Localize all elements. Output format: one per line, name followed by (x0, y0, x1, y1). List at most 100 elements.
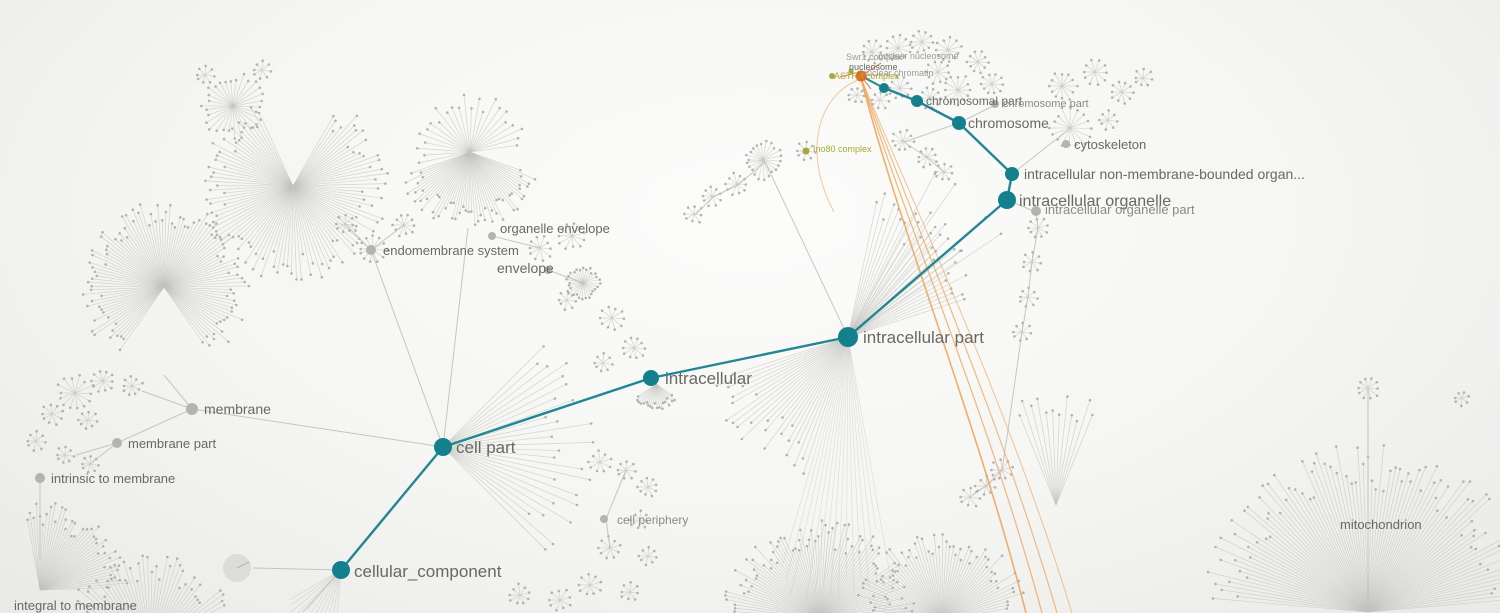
fan-spoke (163, 226, 186, 288)
fan-spoke (865, 579, 930, 613)
term-node[interactable] (991, 100, 999, 108)
selected-term-node[interactable] (855, 70, 867, 82)
fan-tip-node (190, 588, 193, 591)
fan-tip-node (1354, 481, 1357, 484)
term-node[interactable] (186, 403, 198, 415)
fan-spoke (1367, 574, 1500, 613)
highlighted-term-node[interactable] (434, 438, 452, 456)
fan-tip-node (572, 222, 576, 225)
fan-tip-node (213, 236, 217, 239)
fan-tip-node (809, 156, 813, 160)
fan-spoke (913, 35, 923, 43)
fan-tip-node (575, 268, 578, 271)
fan-spoke (292, 185, 334, 242)
highlighted-term-node[interactable] (879, 83, 889, 93)
fan-spoke (938, 49, 949, 56)
term-node[interactable] (600, 515, 608, 523)
fan-tip-node (653, 549, 656, 553)
fan-spoke (582, 282, 592, 295)
fan-tip-node (984, 548, 987, 551)
fan-tip-node (1029, 220, 1032, 223)
term-node[interactable] (1031, 206, 1041, 216)
fan-spoke (947, 49, 955, 59)
fan-spoke (798, 336, 849, 443)
highlighted-term-node[interactable] (911, 95, 923, 107)
fan-spoke (111, 578, 131, 613)
fan-spoke (437, 151, 471, 196)
fan-spoke (115, 238, 165, 288)
fan-spoke (1069, 127, 1091, 138)
term-node[interactable] (366, 245, 376, 255)
fan-tip-node (29, 433, 32, 437)
fan-tip-node (1104, 128, 1108, 131)
term-node[interactable] (544, 266, 552, 274)
fan-spoke (686, 213, 695, 219)
fan-tip-node (947, 272, 950, 275)
complex-term-node[interactable] (829, 73, 835, 79)
fan-spoke (957, 89, 965, 101)
fan-spoke (442, 365, 548, 448)
fan-spoke (1142, 77, 1149, 86)
fan-tip-node (364, 138, 368, 142)
fan-spoke (92, 278, 165, 288)
fan-tip-node (57, 447, 61, 450)
complex-term-node[interactable] (802, 147, 810, 155)
fan-spoke (735, 569, 812, 613)
highlighted-term-node[interactable] (643, 370, 659, 386)
fan-spoke (469, 98, 480, 153)
fan-tip-node (791, 424, 794, 427)
fan-tip-node (371, 234, 374, 237)
term-node[interactable] (488, 232, 496, 240)
fan-spoke (400, 215, 405, 226)
fan-spoke (237, 185, 294, 250)
fan-spoke (39, 569, 118, 591)
fan-spoke (826, 562, 895, 613)
highlighted-term-node[interactable] (998, 191, 1016, 209)
fan-spoke (847, 250, 961, 338)
fan-tip-node (410, 172, 413, 175)
fan-spoke (1014, 331, 1023, 337)
term-node[interactable] (112, 438, 122, 448)
fan-tip-node (956, 104, 960, 107)
fan-tip-node (404, 232, 408, 235)
fan-spoke (928, 64, 939, 73)
fan-tip-node (1471, 499, 1475, 503)
fan-tip-node (97, 464, 100, 467)
fan-spoke (822, 536, 874, 613)
fan-spoke (169, 584, 186, 613)
fan-tip-node (106, 579, 109, 583)
fan-tip-node (368, 260, 372, 263)
fan-spoke (136, 580, 144, 613)
term-node[interactable] (1062, 140, 1070, 148)
fan-spoke (808, 539, 820, 613)
fan-tip-node (41, 412, 44, 416)
fan-tip-node (234, 78, 238, 82)
highlighted-term-node[interactable] (952, 116, 966, 130)
fan-spoke (647, 547, 650, 557)
fan-spoke (847, 221, 919, 338)
highlighted-term-node[interactable] (838, 327, 858, 347)
fan-tip-node (763, 447, 766, 450)
fan-tip-node (232, 292, 235, 295)
fan-tip-node (728, 177, 731, 180)
fan-spoke (1367, 520, 1473, 613)
fan-tip-node (891, 139, 895, 143)
fan-spoke (943, 163, 945, 173)
fan-spoke (611, 317, 616, 330)
fan-tip-node (594, 575, 597, 579)
fan-spoke (91, 286, 165, 302)
fan-spoke (39, 526, 99, 591)
fan-tip-node (91, 253, 94, 257)
highlighted-term-node[interactable] (1005, 167, 1019, 181)
fan-tip-node (168, 564, 172, 568)
term-node[interactable] (35, 473, 45, 483)
fan-tip-node (61, 506, 64, 509)
fan-tip-node (1335, 471, 1339, 475)
complex-term-node[interactable] (848, 68, 854, 74)
fan-tip-node (899, 130, 902, 134)
fan-spoke (581, 577, 591, 586)
fan-tip-node (300, 278, 303, 281)
highlighted-term-node[interactable] (332, 561, 350, 579)
fan-tip-node (640, 480, 643, 483)
